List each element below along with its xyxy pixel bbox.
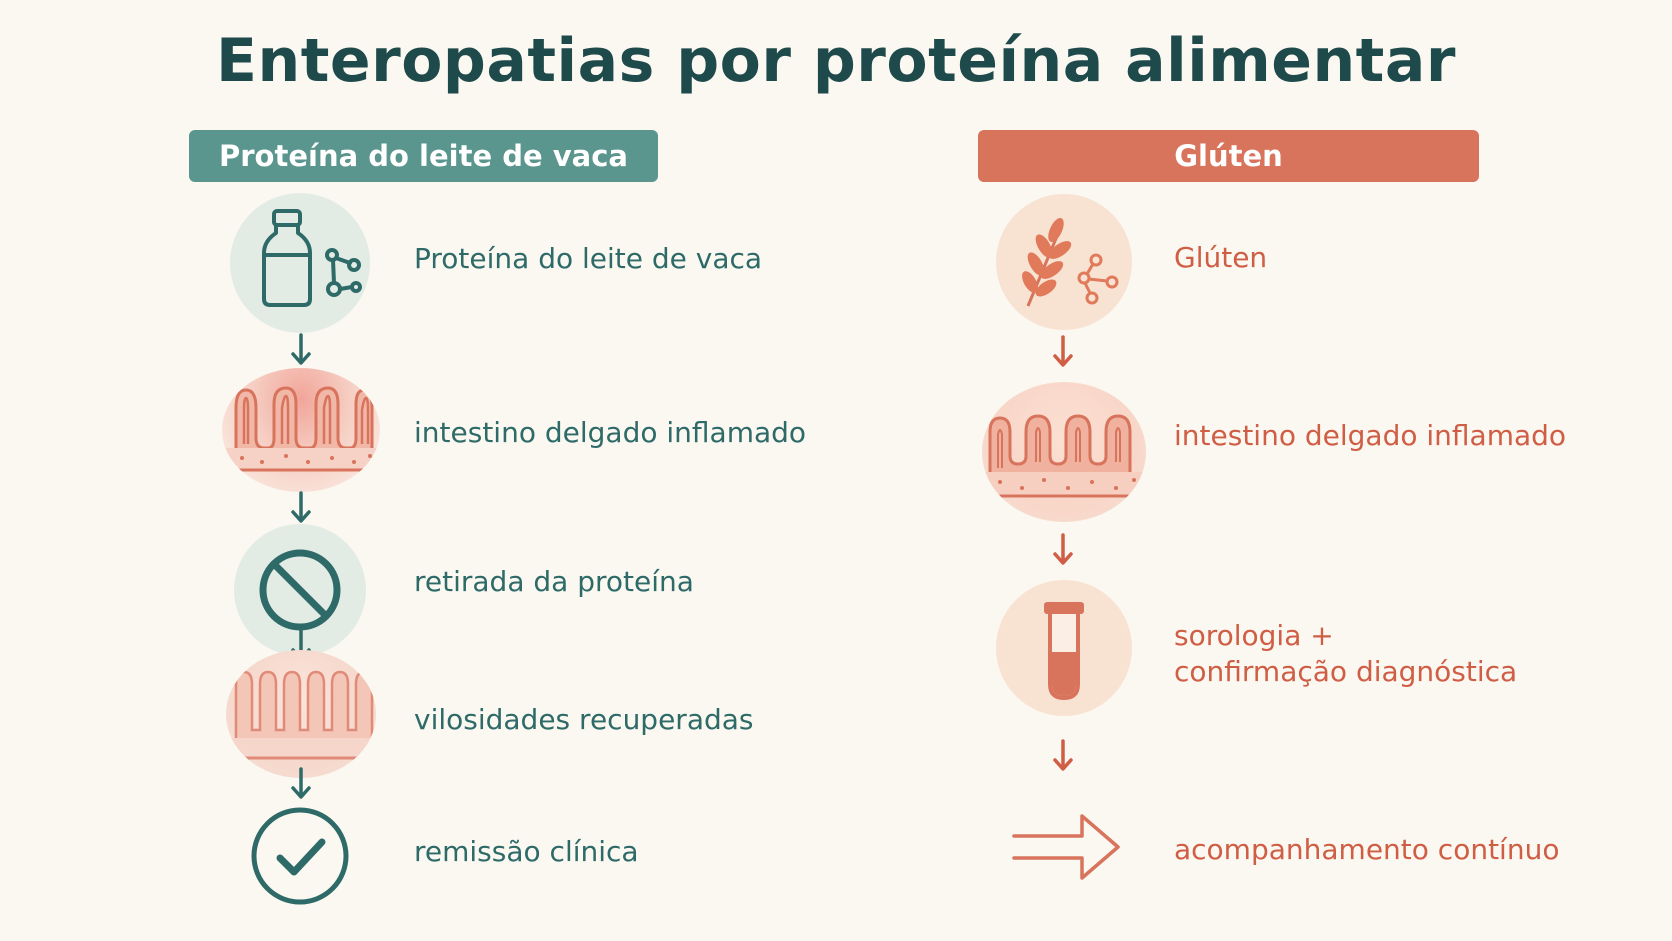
left-step-3-label: retirada da proteína (414, 565, 694, 598)
healthy-villi-icon (226, 650, 376, 778)
right-step-2-label: intestino delgado inflamado (1174, 419, 1567, 452)
milk-protein-header: Proteína do leite de vaca (189, 130, 658, 182)
wheat-icon (996, 194, 1132, 330)
double-arrow-icon (1012, 814, 1120, 880)
test-tube-icon (996, 580, 1132, 716)
right-step-1-label: Glúten (1174, 241, 1268, 274)
gluten-header: Glúten (978, 130, 1479, 182)
inflamed-villi-icon (982, 382, 1146, 522)
arrow-down-icon (291, 333, 311, 365)
milk-bottle-icon (230, 193, 370, 333)
arrow-down-icon (1053, 739, 1073, 771)
right-step-4-label: acompanhamento contínuo (1174, 833, 1560, 866)
page-title: Enteropatias por proteína alimentar (216, 26, 1456, 96)
right-step-3-label-line2: confirmação diagnóstica (1174, 655, 1518, 688)
arrow-down-icon (291, 767, 311, 799)
right-step-3-label-line1: sorologia + (1174, 619, 1334, 652)
inflamed-villi-icon (222, 368, 380, 492)
left-step-2-label: intestino delgado inflamado (414, 416, 807, 449)
arrow-down-icon (1053, 335, 1073, 367)
left-step-4-label: vilosidades recuperadas (414, 703, 754, 736)
arrow-down-icon (1053, 533, 1073, 565)
arrow-down-icon (291, 491, 311, 523)
left-step-1-label: Proteína do leite de vaca (414, 242, 763, 275)
left-step-5-label: remissão clínica (414, 835, 639, 868)
checkmark-icon (248, 804, 352, 908)
